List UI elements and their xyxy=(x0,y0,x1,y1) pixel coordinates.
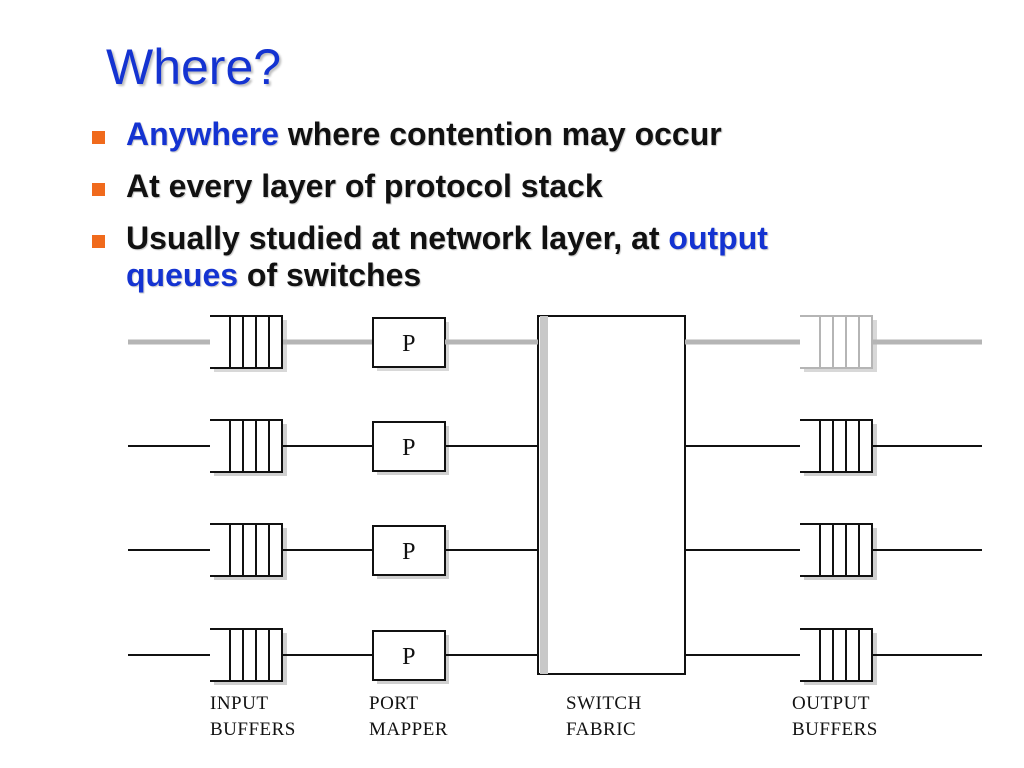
bullet-item-anywhere: Anywhere where contention may occur xyxy=(90,116,990,153)
switch-fabric-label-line2: FABRIC xyxy=(566,719,636,740)
row-3-port-mapper-box xyxy=(372,525,446,576)
row-4-output-buffer-bg xyxy=(800,629,873,681)
bullet-text: where contention may occur xyxy=(278,116,722,152)
bullet-text-2: of switches xyxy=(238,257,422,293)
row-4-input-buffer-bg xyxy=(210,629,283,681)
output-buffers-label-line1: OUTPUT xyxy=(792,693,870,714)
bullet-list: Anywhere where contention may occur At e… xyxy=(90,116,990,309)
row-1-input-buffer-bg xyxy=(210,316,283,368)
bullet-item-every-layer: At every layer of protocol stack xyxy=(90,168,990,205)
bullet-marker-icon xyxy=(92,235,105,248)
switch-fabric-box xyxy=(537,315,686,675)
bullet-marker-icon xyxy=(92,183,105,196)
diagram-rows: P P P P xyxy=(128,315,982,685)
row-1-port-mapper-label: P xyxy=(402,331,416,357)
slide-title: Where? xyxy=(106,39,282,95)
bullet-text: At every layer of protocol stack xyxy=(126,168,603,204)
row-2-port-mapper-label: P xyxy=(402,435,416,461)
port-mapper-label-line2: MAPPER xyxy=(369,719,448,740)
row-3-output-buffer-bg xyxy=(800,524,873,576)
port-mapper-label-line1: PORT xyxy=(369,693,418,714)
row-2-output-buffer-bg xyxy=(800,420,873,472)
bullet-highlight: Anywhere xyxy=(126,116,279,152)
bullet-highlight-2: queues xyxy=(126,257,239,293)
input-buffers-label-line2: BUFFERS xyxy=(210,719,296,740)
row-3-port-mapper-label: P xyxy=(402,539,416,565)
switch-architecture-diagram: P P P P INPUT BUFFERS PORT MAPPER SWITCH FA… xyxy=(128,315,982,740)
row-2-input-buffer-bg xyxy=(210,420,283,472)
output-buffers-label-line2: BUFFERS xyxy=(792,719,878,740)
row-1-port-mapper-box xyxy=(372,317,446,368)
bullet-highlight: output xyxy=(668,220,768,256)
row-3-input-buffer-bg xyxy=(210,524,283,576)
bullet-text: Usually studied at network layer, at xyxy=(126,220,669,256)
row-1-output-buffer-bg xyxy=(800,316,873,368)
row-2-port-mapper-box xyxy=(372,421,446,472)
bullet-marker-icon xyxy=(92,131,105,144)
row-4-port-mapper-label: P xyxy=(402,644,416,670)
bullet-item-network-layer: Usually studied at network layer, at out… xyxy=(90,220,990,294)
switch-fabric-label-line1: SWITCH xyxy=(566,693,642,714)
input-buffers-label-line1: INPUT xyxy=(210,693,268,714)
